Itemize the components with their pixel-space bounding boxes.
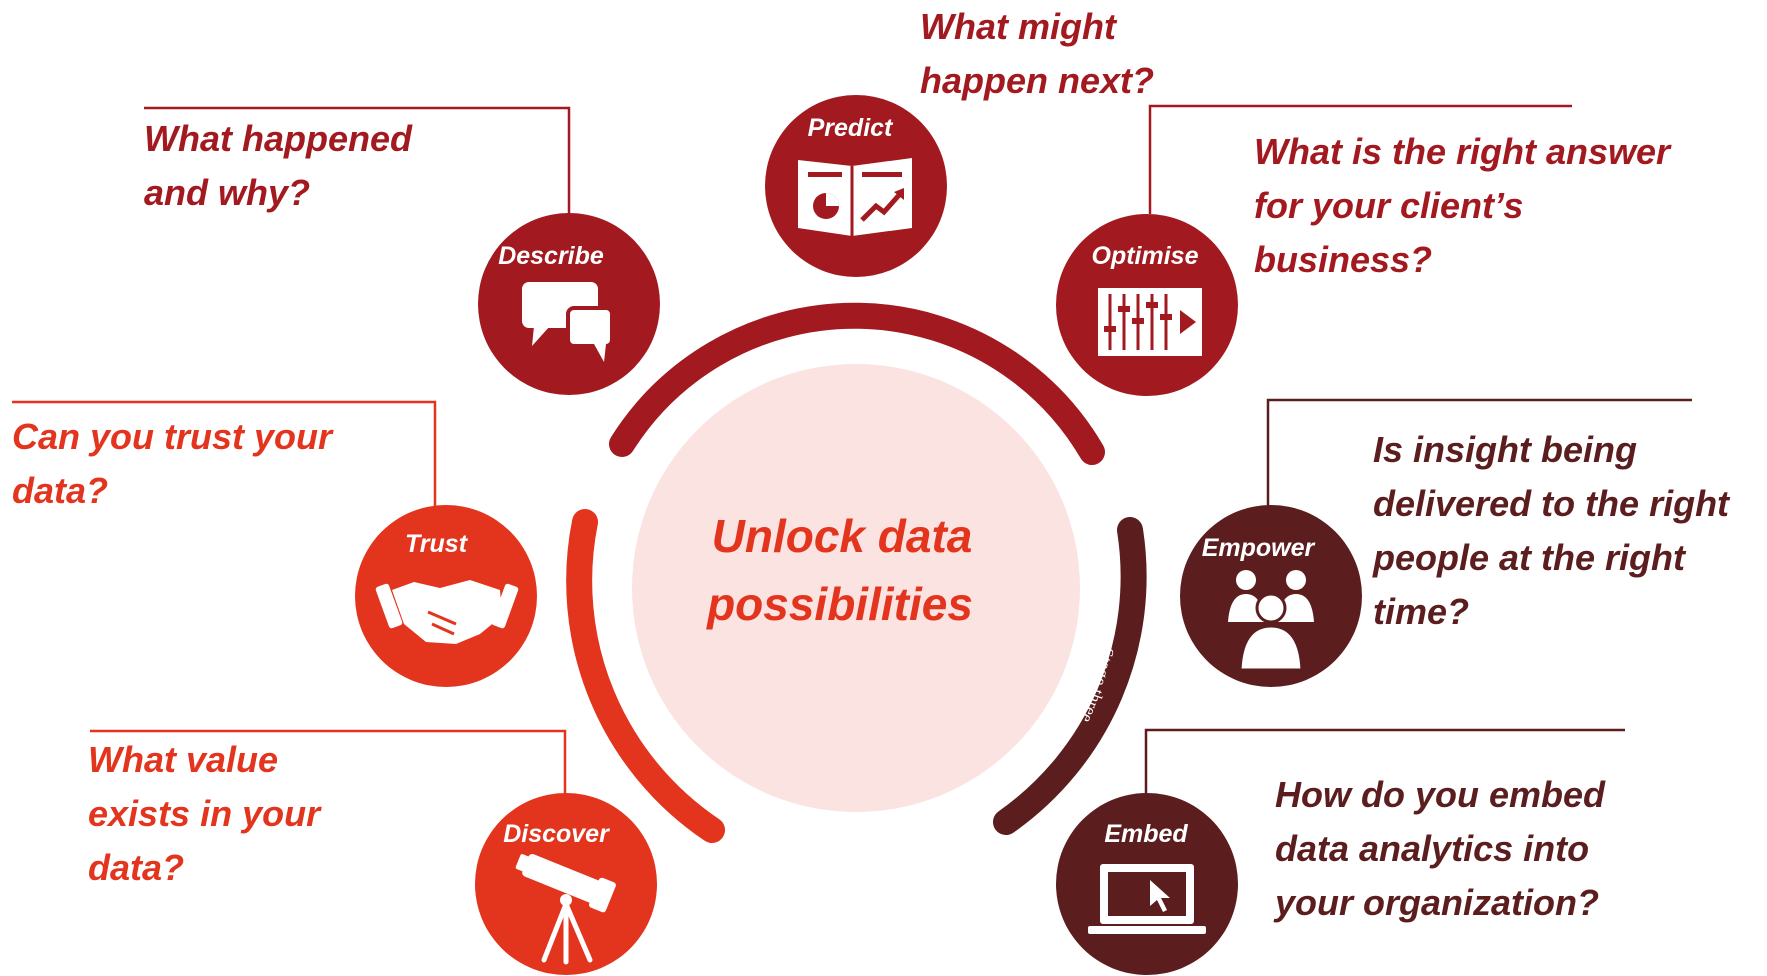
embed-label: Embed [1104,820,1188,848]
laptop-cursor-icon [1088,864,1206,934]
optimise-connector [1148,104,1572,214]
center-title-line2: possibilities [705,578,973,630]
sliders-icon [1098,288,1202,356]
optimise-question: What is the right answer for your client… [1254,131,1671,280]
stage-two-label: Stage two [855,271,926,292]
stage-three-arc [993,517,1147,835]
describe-connector [144,106,571,232]
predict-question: What might happen next? [920,6,1155,101]
empower-connector [1266,398,1692,506]
telescope-icon [515,853,616,965]
empower-node[interactable]: Empower [1180,505,1362,687]
trust-label: Trust [405,530,469,558]
empower-question: Is insight being delivered to the right … [1373,429,1730,632]
center-circle [632,364,1080,812]
handshake-icon [375,580,519,644]
people-group-icon [1228,570,1314,672]
empower-label: Empower [1202,534,1316,562]
predict-label: Predict [808,114,894,142]
describe-question: What happened and why? [144,118,412,213]
embed-connector [1144,728,1625,806]
optimise-node[interactable]: Optimise [1056,214,1238,396]
discover-node[interactable]: Discover [475,793,657,975]
stage-one-arc [566,509,725,843]
discover-connector [90,729,567,806]
optimise-label: Optimise [1092,242,1199,270]
discover-label: Discover [503,820,610,848]
embed-question: How do you embed data analytics into you… [1275,774,1606,923]
describe-node[interactable]: Describe [478,213,660,395]
discover-question: What value exists in your data? [88,739,321,888]
stage-two-arc [609,302,1105,465]
describe-label: Describe [498,242,604,270]
trust-node[interactable]: Trust [355,505,537,687]
speech-bubbles-icon [522,282,614,362]
center-title-line1: Unlock data [712,510,973,562]
trust-question: Can you trust your data? [12,416,333,511]
trust-connector [12,400,437,510]
embed-node[interactable]: Embed [1056,793,1238,975]
report-chart-icon [798,158,912,236]
predict-node[interactable]: Predict [765,95,947,277]
